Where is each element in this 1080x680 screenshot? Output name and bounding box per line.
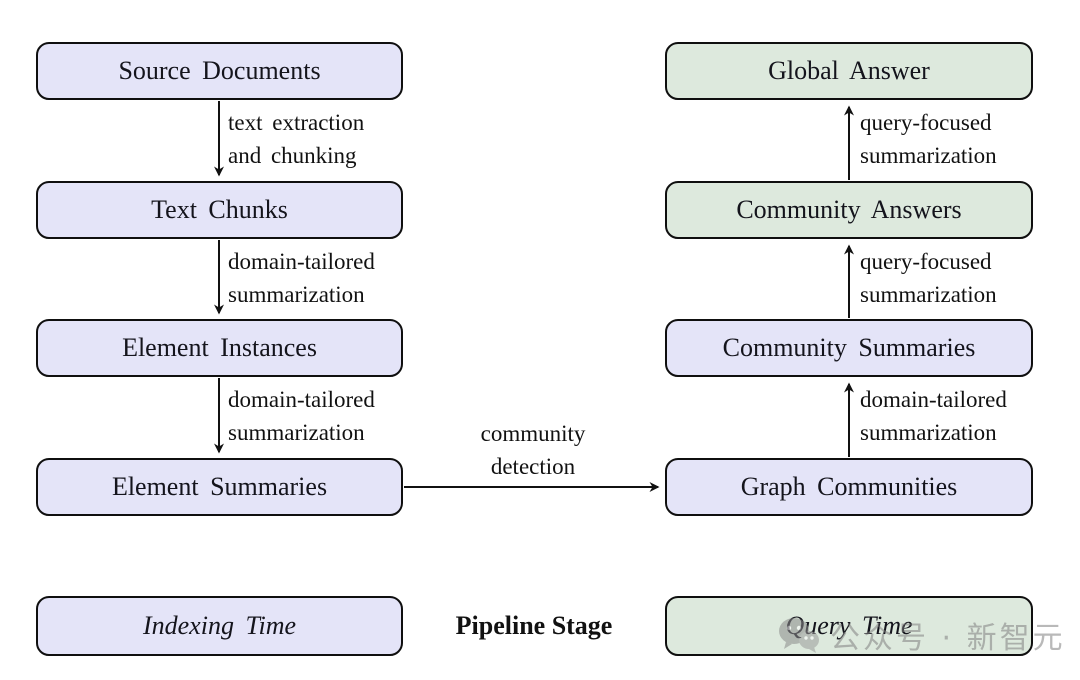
edge-label-line: summarization <box>860 143 997 168</box>
edge-label-line: domain-tailored <box>860 387 1007 412</box>
edge-label-domain-tailored-summarization-1: domain-tailored summarization <box>228 245 375 311</box>
node-label: Element Summaries <box>111 472 328 501</box>
node-community-answers: Community Answers <box>665 181 1033 239</box>
edge-label-line: summarization <box>860 420 997 445</box>
node-label: Community Summaries <box>722 333 976 362</box>
edge-label-line: community <box>480 421 586 446</box>
legend-label: Indexing Time <box>142 611 297 640</box>
edge-label-line: summarization <box>860 282 997 307</box>
edge-label-line: summarization <box>228 420 365 445</box>
node-element-instances: Element Instances <box>36 319 403 377</box>
edge-label-line: domain-tailored <box>228 249 375 274</box>
edge-label-line: detection <box>490 454 576 479</box>
node-label: Text Chunks <box>151 195 288 224</box>
node-label: Element Instances <box>122 333 317 362</box>
edge-label-community-detection: community detection <box>413 417 653 483</box>
edge-label-query-focused-summarization-1: query-focused summarization <box>860 106 997 172</box>
node-label: Global Answer <box>768 56 930 85</box>
edge-label-line: and chunking <box>228 143 357 168</box>
legend-label-pipeline-stage: Pipeline Stage <box>455 611 613 640</box>
edge-label-text-extraction-chunking: text extraction and chunking <box>228 106 364 172</box>
node-label: Community Answers <box>736 195 962 224</box>
node-label: Graph Communities <box>740 472 958 501</box>
edge-label-line: domain-tailored <box>228 387 375 412</box>
legend-box-query-time: Query Time <box>665 596 1033 656</box>
node-element-summaries: Element Summaries <box>36 458 403 516</box>
edge-label-line: query-focused <box>860 249 992 274</box>
node-label: Source Documents <box>118 56 321 85</box>
edge-label-query-focused-summarization-2: query-focused summarization <box>860 245 997 311</box>
edge-label-domain-tailored-summarization-3: domain-tailored summarization <box>860 383 1007 449</box>
legend-label: Query Time <box>785 611 913 640</box>
node-community-summaries: Community Summaries <box>665 319 1033 377</box>
node-global-answer: Global Answer <box>665 42 1033 100</box>
edge-label-line: query-focused <box>860 110 992 135</box>
edge-label-domain-tailored-summarization-2: domain-tailored summarization <box>228 383 375 449</box>
legend-box-indexing-time: Indexing Time <box>36 596 403 656</box>
edge-label-line: summarization <box>228 282 365 307</box>
node-source-documents: Source Documents <box>36 42 403 100</box>
node-graph-communities: Graph Communities <box>665 458 1033 516</box>
edge-label-line: text extraction <box>228 110 365 135</box>
node-text-chunks: Text Chunks <box>36 181 403 239</box>
